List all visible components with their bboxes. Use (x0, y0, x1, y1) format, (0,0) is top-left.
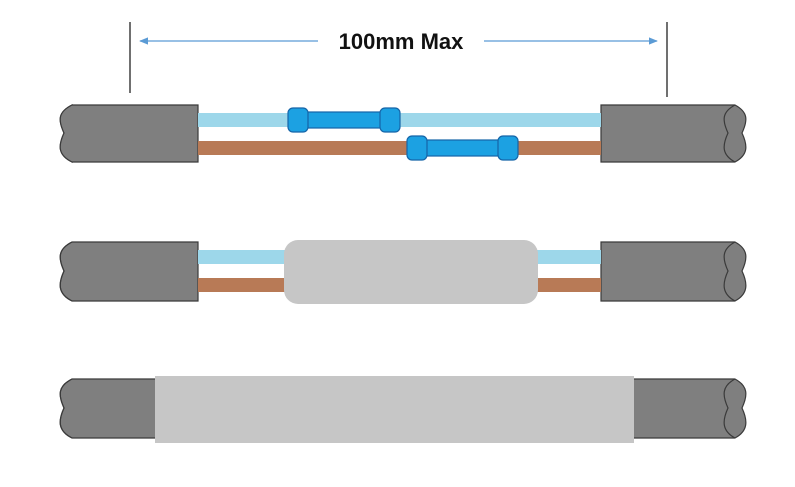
stage-2-core-insulation-sleeve (59, 240, 747, 304)
cable-break-icon (723, 241, 736, 302)
brown-core-wire (198, 141, 601, 155)
crimp-connector-blue-core (287, 107, 401, 133)
right-cable-sheath (629, 378, 747, 439)
dimension-label: 100mm Max (339, 29, 465, 54)
stage-1-crimped-cores (59, 104, 747, 163)
outer-heatshrink-sleeve (155, 376, 634, 443)
cable-break-icon (59, 241, 73, 302)
left-cable-sheath (59, 241, 199, 302)
cable-break-icon (723, 378, 736, 439)
cable-break-icon (723, 104, 736, 163)
stage-3-outer-sleeve (59, 376, 747, 443)
right-cable-sheath (600, 104, 747, 163)
right-cable-sheath (600, 241, 747, 302)
left-cable-sheath (59, 104, 199, 163)
crimp-connector-brown-core (406, 135, 519, 161)
dimension-annotation: 100mm Max (129, 22, 668, 97)
core-insulation-sleeve (284, 240, 538, 304)
cable-break-icon (59, 378, 73, 439)
left-cable-sheath (59, 378, 161, 439)
